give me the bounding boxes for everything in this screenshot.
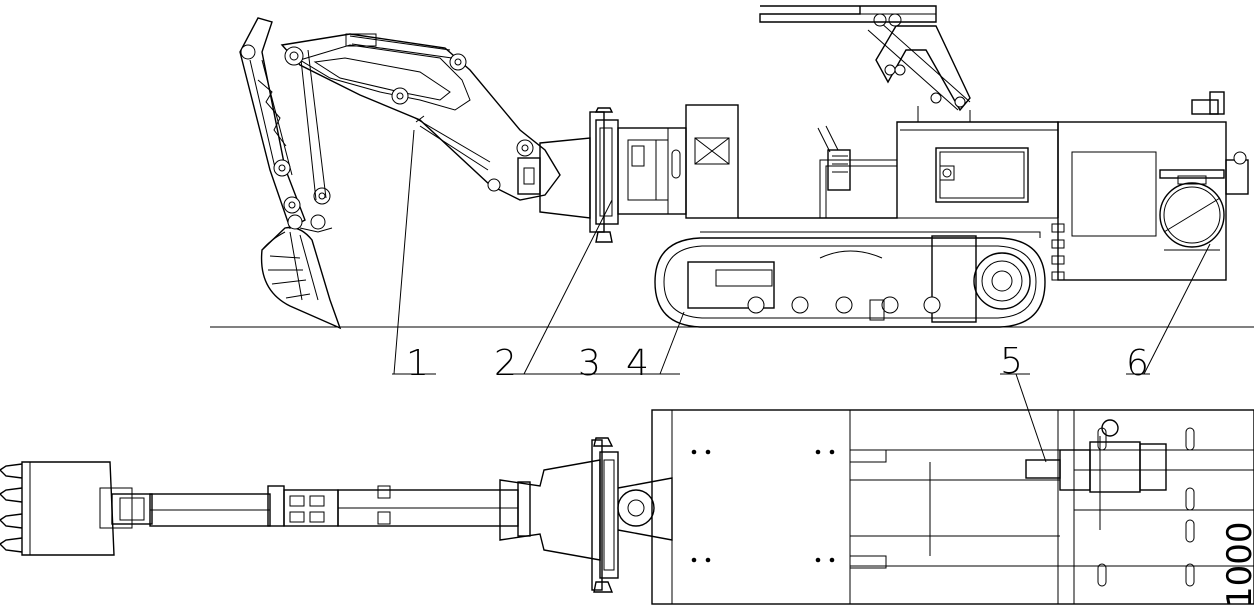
top-view [0, 409, 1254, 605]
dimension-text: 1000 [1220, 521, 1254, 608]
callout-3: 3 [578, 343, 601, 384]
turret-top [499, 437, 673, 593]
side-view [210, 5, 1254, 463]
ripper-teeth [0, 461, 133, 556]
stick-arm [239, 17, 333, 233]
callout-6: 6 [1126, 343, 1149, 384]
callout-1: 1 [406, 343, 429, 384]
callout-4: 4 [626, 343, 649, 384]
callout-5: 5 [1000, 341, 1023, 382]
turret [517, 104, 739, 243]
boom [280, 33, 561, 201]
leader-lines [392, 129, 1211, 463]
frame-top [651, 409, 1254, 605]
ripper-bucket [260, 226, 342, 330]
stick-top [111, 485, 519, 527]
crawler-track [654, 231, 1046, 328]
callout-2: 2 [494, 343, 517, 384]
main-body [738, 5, 1249, 281]
